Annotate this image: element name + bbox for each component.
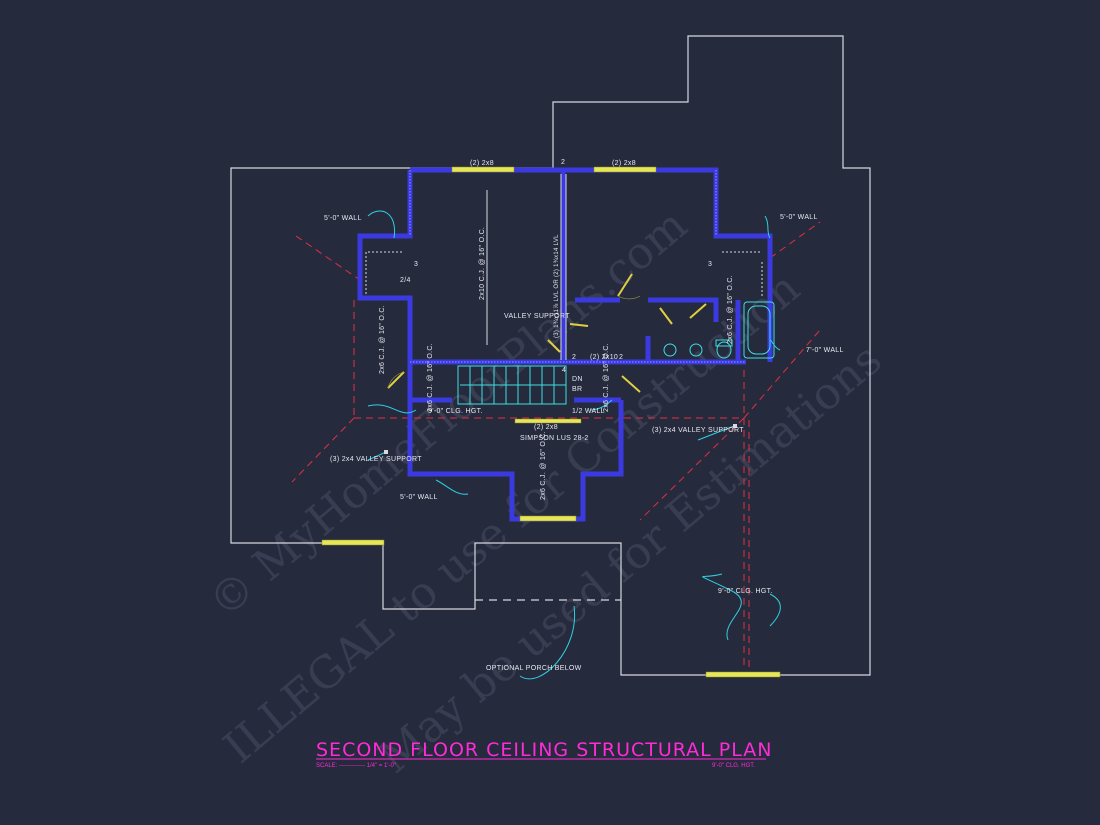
- label-half-wall: 1/2 WALL: [572, 408, 605, 415]
- label-valley-left: (3) 2x4 VALLEY SUPPORT: [330, 456, 422, 463]
- label-header-2x10: (2) 2x10: [590, 354, 618, 361]
- label-valley-right: (3) 2x4 VALLEY SUPPORT: [652, 427, 744, 434]
- label-mark-24: 2/4: [400, 277, 411, 284]
- label-mark-3-left: 3: [414, 261, 418, 268]
- header-bottom: [519, 515, 577, 522]
- label-mark-3-right: 3: [708, 261, 712, 268]
- header-left-bottom: [321, 539, 385, 546]
- header-right-top: [593, 166, 657, 173]
- label-lvl-beam: (3) 1¾x11⅞ LVL OR (2) 1¾x14 LVL: [554, 234, 560, 338]
- doors: [387, 273, 707, 393]
- label-joist-left-wing: 2x6 C.J. @ 16" O.C.: [379, 305, 386, 374]
- label-optional-porch: OPTIONAL PORCH BELOW: [486, 665, 582, 672]
- drawing-scale: SCALE: ------------- 1/4" = 1'-0": [316, 763, 396, 769]
- bath-fixtures: [663, 301, 775, 359]
- label-wall-bottom: 5'-0" WALL: [400, 494, 438, 501]
- stairs: [457, 365, 567, 405]
- label-wall-left: 5'-0" WALL: [324, 215, 362, 222]
- label-valley-support-center: VALLEY SUPPORT: [504, 313, 570, 320]
- label-header-right-top: (2) 2x8: [612, 160, 636, 167]
- label-mark-2-a: 2: [572, 354, 576, 361]
- header-right-bottom: [705, 671, 781, 678]
- header-simpson: [514, 418, 582, 424]
- label-grid-2-top: 2: [561, 159, 565, 166]
- label-joist-mid-right: 2x6 C.J. @ 16" O.C.: [603, 343, 610, 412]
- leaders: [367, 210, 781, 680]
- label-dn: DN: [572, 376, 583, 383]
- label-header-left-top: (2) 2x8: [470, 160, 494, 167]
- label-wall-right: 5'-0" WALL: [780, 214, 818, 221]
- closet-lines: [365, 251, 763, 296]
- drawing-title: SECOND FLOOR CEILING STRUCTURAL PLAN: [316, 739, 773, 761]
- label-clg-hgt-right: 9'-0" CLG. HGT.: [718, 588, 773, 595]
- label-simpson: SIMPSON LUS 28-2: [520, 435, 589, 442]
- label-clg-hgt-left: 9'-0" CLG. HGT.: [428, 408, 483, 415]
- drawing-clg-hgt: 9'-0" CLG. HGT.: [712, 763, 755, 769]
- toilet: [716, 341, 732, 359]
- headers: [321, 166, 781, 678]
- leader-dots: [384, 424, 737, 454]
- lvl-beam: [486, 174, 567, 360]
- label-joist-mid-left: 2x6 C.J. @ 16" O.C.: [427, 343, 434, 412]
- plan-labels: (2) 2x8 (2) 2x8 2 2x10 C.J. @ 16" O.C. (…: [324, 159, 844, 672]
- label-joist-left-room: 2x10 C.J. @ 16" O.C.: [479, 227, 486, 300]
- sink-right: [689, 343, 703, 357]
- bathtub: [743, 301, 775, 359]
- label-wall-7ft: 7'-0" WALL: [806, 347, 844, 354]
- label-mark-4: 4: [562, 367, 566, 374]
- label-mark-2-b: 2: [619, 354, 623, 361]
- label-joist-bath: 2x6 C.J. @ 16" O.C.: [727, 275, 734, 344]
- header-left-top: [451, 166, 515, 173]
- title-block: SECOND FLOOR CEILING STRUCTURAL PLAN SCA…: [316, 739, 773, 769]
- label-br: BR: [572, 386, 582, 393]
- label-joist-lower: 2x6 C.J. @ 16" O.C.: [540, 431, 547, 500]
- sink-left: [663, 343, 677, 357]
- wall-hatch: [409, 170, 746, 363]
- label-header-simpson: (2) 2x8: [534, 424, 558, 431]
